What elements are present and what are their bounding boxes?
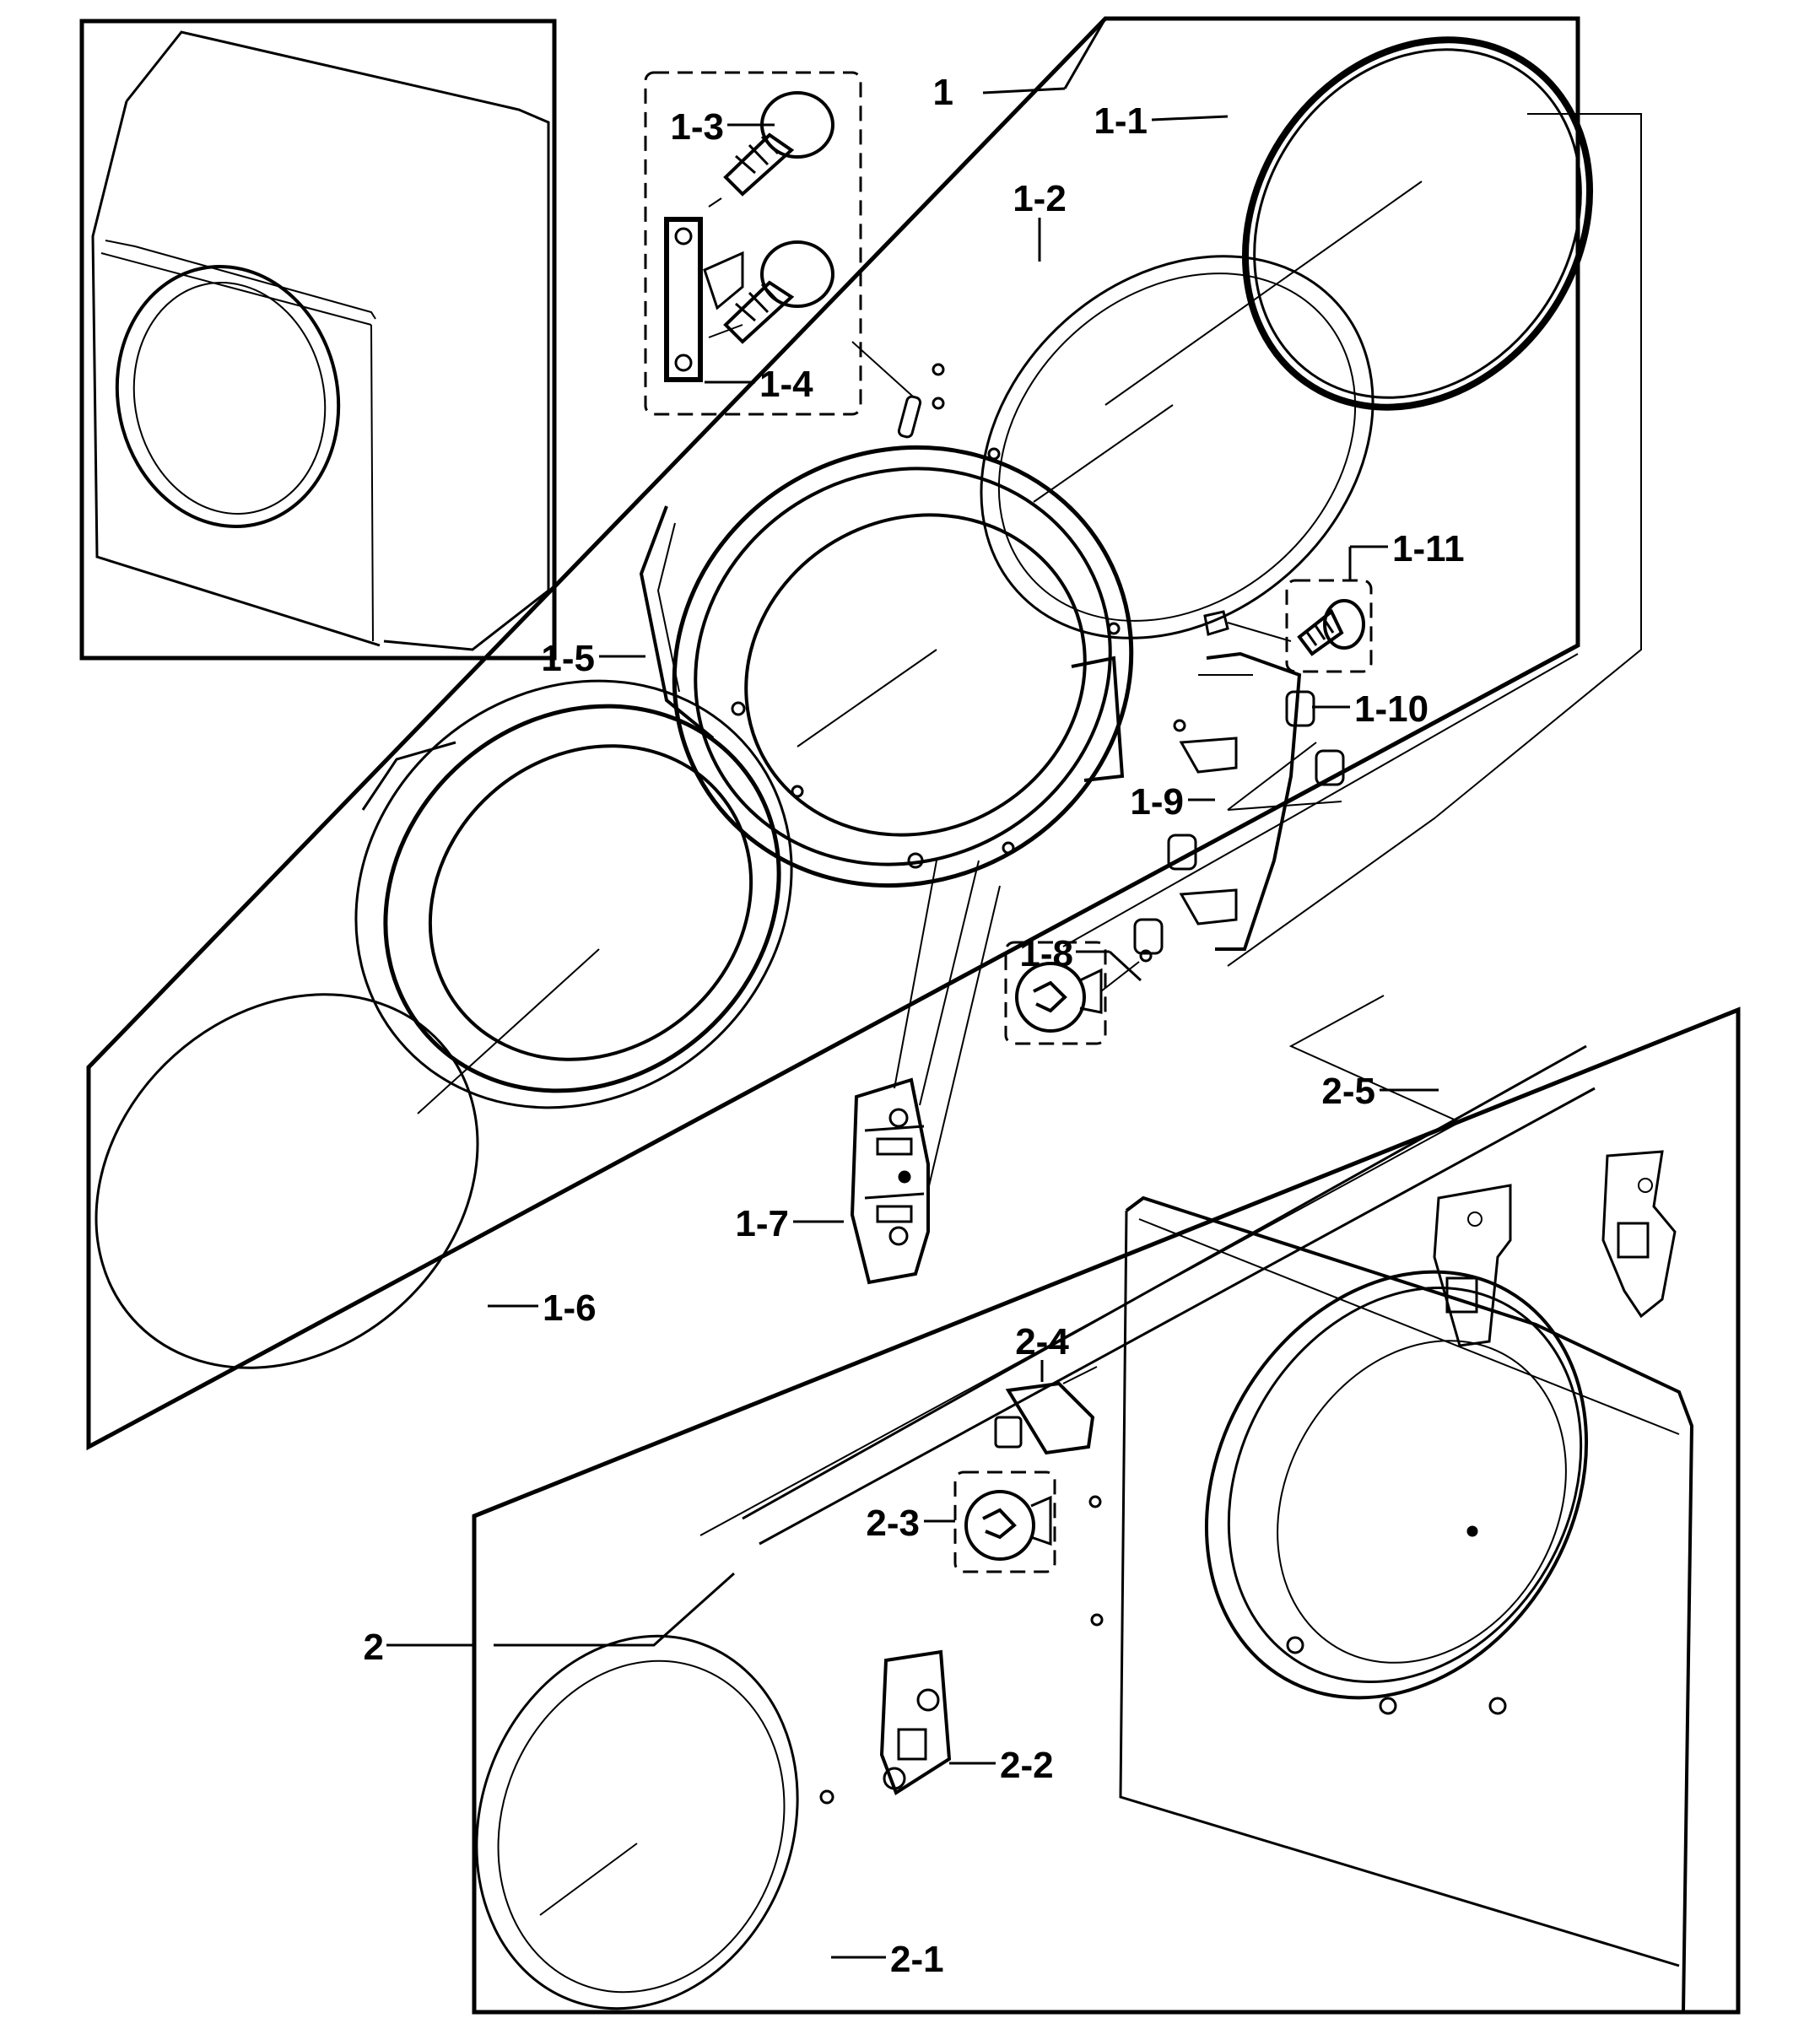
callout-2-3: 2-3	[866, 1503, 920, 1544]
door-gasket-ring	[1104, 36, 1594, 411]
door-switch	[994, 1366, 1098, 1455]
front-panel-assembly-panel	[472, 1006, 1741, 2015]
leader-1	[982, 87, 1066, 94]
callout-1-1: 1-1	[1094, 100, 1148, 142]
callout-1-2: 1-2	[1013, 178, 1067, 219]
callout-1-10: 1-10	[1354, 688, 1428, 730]
screw-detail-2-3	[953, 1470, 1104, 1627]
door-assembly-panel	[86, 16, 1580, 1451]
screw-detail-box	[644, 71, 862, 416]
screw-detail-1-8	[1004, 941, 1153, 1045]
callout-1-3: 1-3	[670, 106, 724, 148]
callout-1-5: 1-5	[541, 638, 595, 679]
door-ring-window	[354, 679, 793, 1109]
callout-1-9: 1-9	[1130, 781, 1184, 823]
callout-1-8: 1-8	[1019, 933, 1073, 974]
callout-2-2: 2-2	[1000, 1745, 1054, 1786]
door-lock-plate	[819, 1649, 952, 1805]
inner-door-glass	[980, 255, 1374, 639]
door-frame	[639, 445, 1134, 888]
hinge-assembly	[1133, 651, 1345, 955]
callout-1-4: 1-4	[759, 364, 813, 405]
callout-2-5: 2-5	[1321, 1071, 1375, 1112]
callout-2-1: 2-1	[890, 1939, 944, 1980]
callout-1-7: 1-7	[735, 1203, 789, 1244]
door-hinge-bracket	[850, 860, 1001, 1285]
outer-door-cover	[95, 948, 600, 1369]
callout-2: 2	[364, 1627, 384, 1668]
door-trim-ring	[475, 1634, 799, 2010]
bolt-detail-1-11	[1203, 579, 1373, 673]
callout-1: 1	[933, 72, 953, 113]
leader-1-1	[1151, 115, 1229, 121]
callout-labels: 1 1-1 1-2 1-3 1-4 1-5 1-6 1-7 1-8 1-9 1-…	[364, 72, 1465, 1980]
hinge-pin-screws	[897, 363, 1001, 461]
callout-1-11: 1-11	[1392, 528, 1465, 569]
callout-2-4: 2-4	[1015, 1321, 1069, 1363]
top-mounting-brackets	[1433, 1150, 1677, 1347]
dryer-overview-inset	[79, 19, 557, 661]
callout-1-6: 1-6	[543, 1287, 597, 1329]
front-panel	[1119, 1195, 1694, 2013]
